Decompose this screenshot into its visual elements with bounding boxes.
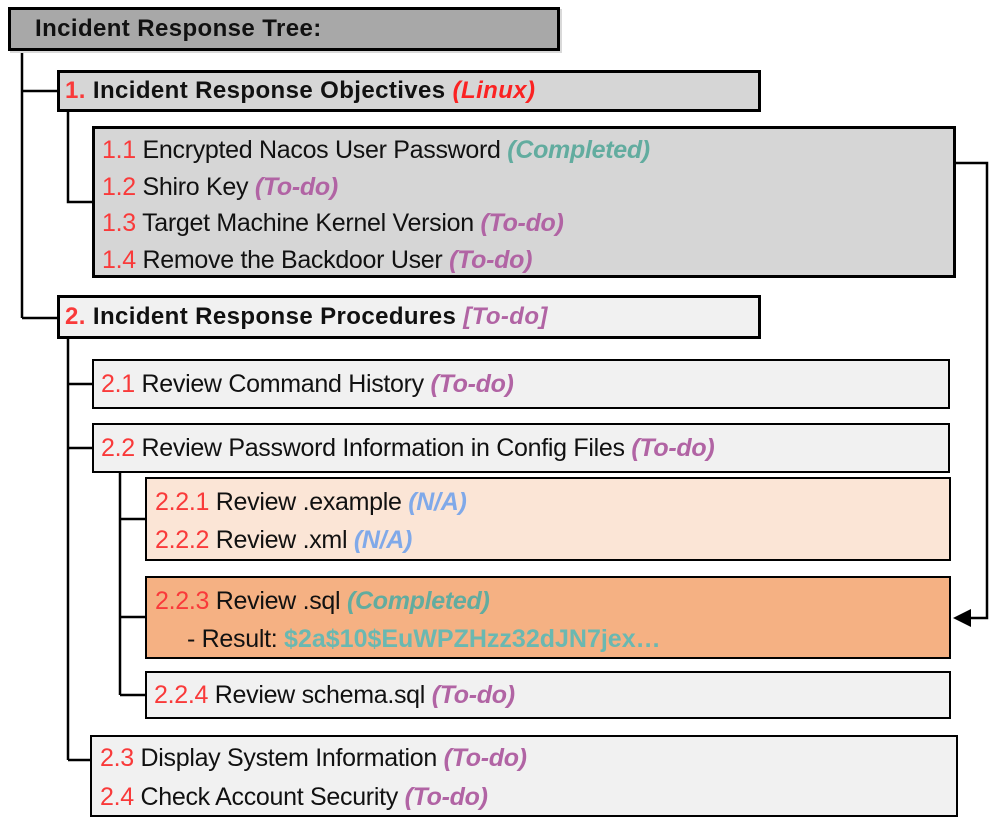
item-number: 2.2.2 xyxy=(155,526,210,554)
item-label: Review schema.sql xyxy=(214,680,426,709)
item-label: Remove the Backdoor User xyxy=(142,245,443,274)
page-title: Incident Response Tree: xyxy=(35,15,322,42)
tree-item-2-3: 2.3 Display System Information (To-do) xyxy=(100,739,956,778)
tree-item-2-2-3: 2.2.3 Review .sql (Completed) xyxy=(155,582,949,620)
tree-item-1-3: 1.3 Target Machine Kernel Version (To-do… xyxy=(102,205,953,242)
item-number: 2.2.4 xyxy=(154,680,209,709)
arrow-to-result xyxy=(956,161,989,620)
item-label: Review .example xyxy=(215,488,402,516)
item-number: 1.3 xyxy=(102,209,136,237)
item-status: (Completed) xyxy=(507,136,650,164)
tree-item-1-2: 1.2 Shiro Key (To-do) xyxy=(102,169,953,206)
tree-item-1-1: 1.1 Encrypted Nacos User Password (Compl… xyxy=(102,132,953,169)
item-number: 2.1 xyxy=(101,369,135,398)
node-2-box: 2. Incident Response Procedures [To-do] xyxy=(57,295,761,339)
item-label: Review Command History xyxy=(141,369,425,398)
tree-item-2-2-1: 2.2.1 Review .example (N/A) xyxy=(155,483,949,521)
item-label: Review .xml xyxy=(215,526,348,554)
title-box: Incident Response Tree: xyxy=(8,7,560,51)
node-2-2-4-box: 2.2.4 Review schema.sql (To-do) xyxy=(145,671,951,719)
tree-item-2-2-2: 2.2.2 Review .xml (N/A) xyxy=(155,521,949,559)
result-hash-value: $2a$10$EuWPZHzz32dJN7jex… xyxy=(284,625,661,653)
item-number: 1.4 xyxy=(102,245,136,274)
item-label: Review Password Information in Config Fi… xyxy=(141,433,625,462)
node-2-1-box: 2.1 Review Command History (To-do) xyxy=(92,359,950,409)
node-status: [To-do] xyxy=(463,303,548,330)
item-status: (To-do) xyxy=(254,172,338,201)
item-label: Check Account Security xyxy=(140,783,399,811)
item-number: 1.1 xyxy=(102,136,136,164)
item-status: (To-do) xyxy=(449,245,533,274)
result-label: - Result: xyxy=(187,625,278,653)
item-status: (Completed) xyxy=(346,587,490,615)
node-2-3-4-box: 2.3 Display System Information (To-do) 2… xyxy=(90,735,958,817)
result-line: - Result: $2a$10$EuWPZHzz32dJN7jex… xyxy=(187,620,949,658)
node-2-2-3-box: 2.2.3 Review .sql (Completed) - Result: … xyxy=(145,576,951,659)
item-number: 2.2.3 xyxy=(155,587,210,615)
item-status: (To-do) xyxy=(404,783,488,811)
item-status: (To-do) xyxy=(430,369,514,398)
tree-item-1-4: 1.4 Remove the Backdoor User (To-do) xyxy=(102,242,953,279)
item-number: 2.4 xyxy=(100,783,134,811)
node-1-box: 1. Incident Response Objectives (Linux) xyxy=(57,70,761,112)
node-number: 1. xyxy=(65,77,86,104)
node-1-children-box: 1.1 Encrypted Nacos User Password (Compl… xyxy=(92,126,956,278)
arrowhead-left-icon xyxy=(953,609,971,627)
item-status: (N/A) xyxy=(353,526,413,554)
item-status: (To-do) xyxy=(480,209,564,237)
node-2-2-1-2-box: 2.2.1 Review .example (N/A) 2.2.2 Review… xyxy=(145,477,951,561)
item-label: Target Machine Kernel Version xyxy=(142,209,474,237)
item-number: 2.2 xyxy=(101,433,135,462)
item-label: Review .sql xyxy=(215,587,341,615)
item-number: 1.2 xyxy=(102,172,136,201)
item-status: (To-do) xyxy=(631,433,715,462)
item-label: Encrypted Nacos User Password xyxy=(142,136,501,164)
item-status: (N/A) xyxy=(408,488,467,516)
node-label: Incident Response Objectives xyxy=(92,77,446,104)
node-number: 2. xyxy=(65,303,86,330)
item-status: (To-do) xyxy=(431,680,515,709)
node-status: (Linux) xyxy=(452,77,536,104)
node-label: Incident Response Procedures xyxy=(92,303,457,330)
item-label: Display System Information xyxy=(140,744,438,772)
item-label: Shiro Key xyxy=(142,172,249,201)
node-2-2-box: 2.2 Review Password Information in Confi… xyxy=(92,423,950,473)
item-number: 2.2.1 xyxy=(155,488,210,516)
tree-item-2-4: 2.4 Check Account Security (To-do) xyxy=(100,778,956,817)
item-status: (To-do) xyxy=(443,744,527,772)
item-number: 2.3 xyxy=(100,744,134,772)
